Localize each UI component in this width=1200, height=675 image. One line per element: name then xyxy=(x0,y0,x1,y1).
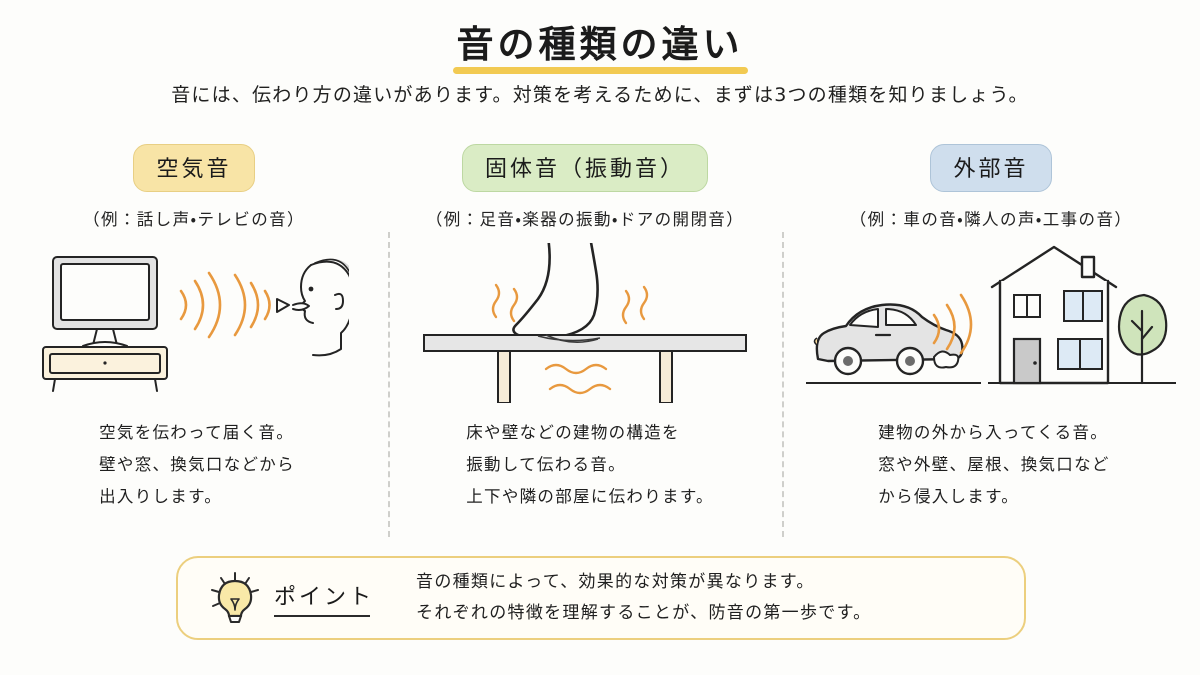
point-box: ポイント 音の種類によって、効果的な対策が異なります。 それぞれの特徴を理解する… xyxy=(176,556,1026,640)
point-text: 音の種類によって、効果的な対策が異なります。 それぞれの特徴を理解することが、防… xyxy=(416,567,871,630)
column-external-sound: 外部音 （例：車の音・隣人の声・工事の音） xyxy=(782,132,1200,537)
sound-type-columns: 空気音 （例：話し声・テレビの音） xyxy=(0,132,1200,537)
description-line: 振動して伝わる音。 xyxy=(466,455,626,475)
badge-external-sound: 外部音 xyxy=(930,144,1052,192)
page-title: 音の種類の違い xyxy=(447,14,754,74)
page-subtitle: 音には、伝わり方の違いがあります。対策を考えるために、まずは3つの種類を知りまし… xyxy=(171,84,1029,106)
title-underline xyxy=(452,67,748,74)
description-line: 出入りします。 xyxy=(99,487,223,507)
foot-floor-svg xyxy=(423,243,747,403)
example-structure-borne-sound: （例：足音・楽器の振動・ドアの開閉音） xyxy=(425,210,745,229)
description-line: 壁や窓、換気口などから xyxy=(99,455,295,475)
description-line: 空気を伝わって届く音。 xyxy=(99,423,295,442)
illustration-tv-and-person-talking xyxy=(39,238,349,403)
page-title-text: 音の種類の違い xyxy=(456,23,744,66)
description-external-sound: 建物の外から入ってくる音。 窓や外壁、屋根、換気口など から侵入します。 xyxy=(878,417,1109,514)
column-divider-2 xyxy=(782,232,784,537)
column-divider-1 xyxy=(388,232,390,537)
point-line: それぞれの特徴を理解することが、防音の第一歩です。 xyxy=(416,603,872,623)
description-line: 上下や隣の部屋に伝わります。 xyxy=(466,487,714,507)
tv-person-svg xyxy=(42,256,349,392)
car-house-tree-svg xyxy=(806,245,1176,385)
point-line: 音の種類によって、効果的な対策が異なります。 xyxy=(416,571,815,592)
description-line: から侵入します。 xyxy=(878,487,1020,507)
illustration-car-house-and-tree xyxy=(806,238,1176,403)
badge-structure-borne-sound: 固体音（振動音） xyxy=(461,144,708,192)
column-structure-borne-sound: 固体音（振動音） （例：足音・楽器の振動・ドアの開閉音） xyxy=(388,132,782,537)
page-title-wrapper: 音の種類の違い xyxy=(0,14,1200,74)
description-line: 床や壁などの建物の構造を xyxy=(466,423,680,442)
description-line: 建物の外から入ってくる音。 xyxy=(878,423,1109,442)
column-airborne-sound: 空気音 （例：話し声・テレビの音） xyxy=(0,132,388,537)
lightbulb-svg xyxy=(211,572,259,623)
example-airborne-sound: （例：話し声・テレビの音） xyxy=(83,210,305,229)
badge-airborne-sound: 空気音 xyxy=(133,144,255,192)
point-label: ポイント xyxy=(274,579,374,617)
example-external-sound: （例：車の音・隣人の声・工事の音） xyxy=(849,210,1133,229)
description-line: 窓や外壁、屋根、換気口など xyxy=(878,455,1110,475)
description-airborne-sound: 空気を伝わって届く音。 壁や窓、換気口などから 出入りします。 xyxy=(99,417,295,514)
illustration-foot-stepping-on-floor-slab xyxy=(420,238,750,403)
description-structure-borne-sound: 床や壁などの建物の構造を 振動して伝わる音。 上下や隣の部屋に伝わります。 xyxy=(466,417,714,514)
lightbulb-icon xyxy=(204,567,266,629)
